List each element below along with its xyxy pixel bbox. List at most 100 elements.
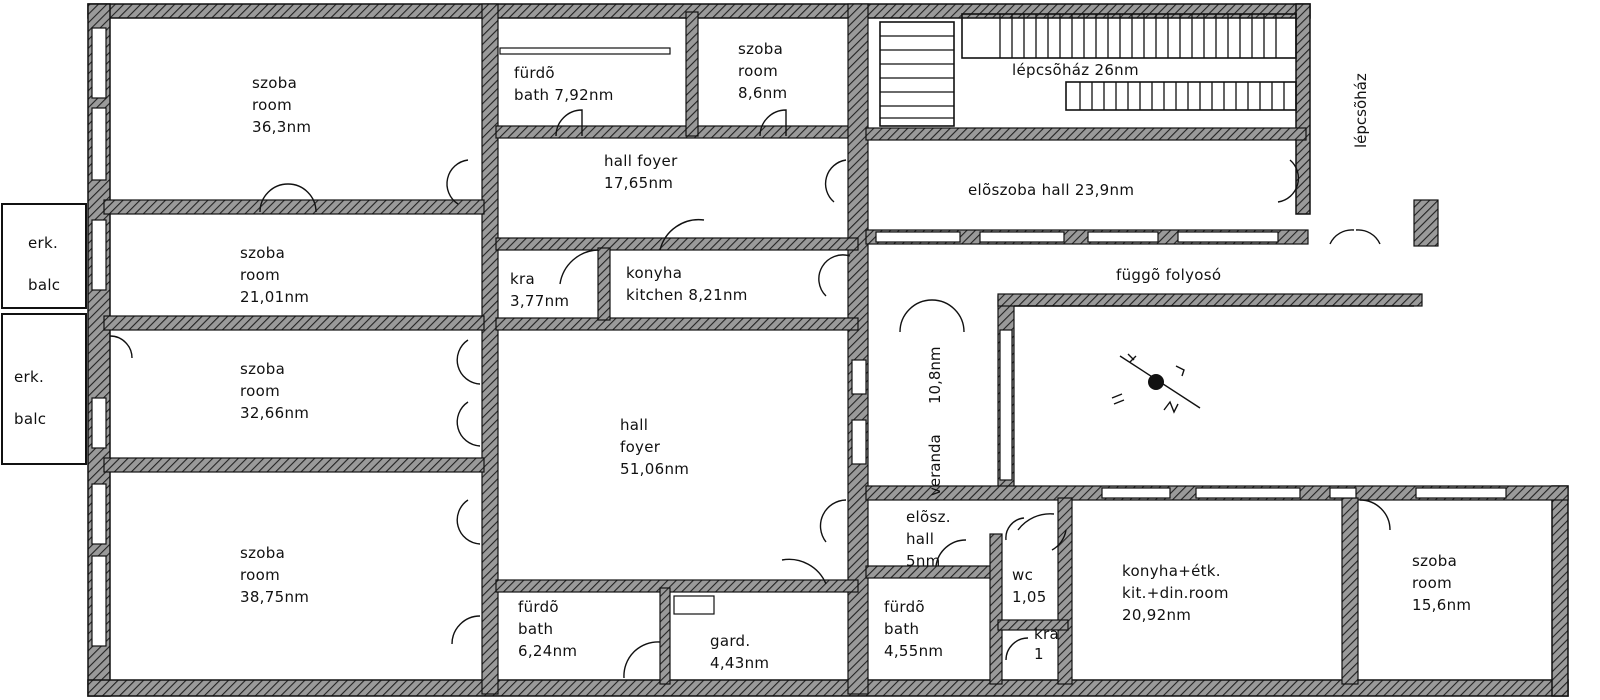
room-label-szoba-3266: szoba room 32,66nm [240, 360, 310, 422]
wall-v-wc [989, 533, 1003, 685]
label-veranda: veranda [926, 434, 944, 496]
wall-h-kitchen-bottom [495, 317, 859, 331]
door-swing [456, 499, 481, 545]
room-label-konyha-821: konyha kitchen 8,21nm [626, 264, 748, 304]
door-swing [1005, 637, 1029, 661]
wall-v-kra [597, 247, 611, 321]
wall-h-kitchen-top [495, 237, 859, 251]
wall-h-row2 [103, 315, 485, 331]
wall-h-row1 [103, 199, 485, 215]
room-label-szoba-3875: szoba room 38,75nm [240, 544, 310, 606]
room-label-lepcsohaz: lépcsõház 26nm [1012, 61, 1139, 79]
wall-v-bath-szoba [685, 11, 699, 137]
door-swing [1005, 517, 1025, 541]
room-label-kra-377: kra 3,77nm [510, 270, 570, 310]
door-swing [899, 299, 965, 333]
door-swing [446, 159, 469, 205]
window [91, 483, 107, 545]
room-label-furdo-624: fürdõ bath 6,24nm [518, 598, 578, 660]
door-swing [819, 499, 847, 543]
stair-treads-bottom [1079, 82, 1285, 110]
window [91, 397, 107, 449]
window [91, 107, 107, 181]
window [851, 359, 867, 395]
room-label-eloszoba-239: elõszoba hall 23,9nm [968, 181, 1135, 199]
room-label-furdo-455: fürdõ bath 4,55nm [884, 598, 944, 660]
door-swing [781, 558, 827, 585]
room-label-kra-1: kra 1 [1034, 625, 1059, 663]
stair-treads-top [999, 14, 1277, 58]
window [999, 329, 1013, 481]
window [673, 595, 715, 615]
wall-v-left-column [481, 3, 499, 695]
room-label-wc: wc 1,05 [1012, 566, 1047, 606]
window [91, 219, 107, 291]
door-swing [818, 254, 851, 297]
door-swing [456, 339, 481, 385]
staircase [879, 13, 1297, 127]
stair-flight-top [961, 13, 1297, 59]
window [1329, 487, 1357, 499]
window [91, 555, 107, 647]
stair-flight-bottom [1065, 81, 1297, 111]
door-swing [759, 109, 787, 137]
door-swing [456, 401, 481, 447]
room-label-elosz-5: elõsz. hall 5nm [906, 508, 951, 570]
room-label-konyha-2092: konyha+étk. kit.+din.room 20,92nm [1122, 562, 1229, 624]
room-label-erk-bottom: erk. balc [14, 368, 47, 428]
window [1195, 487, 1301, 499]
room-label-hall-1765: hall foyer 17,65nm [604, 152, 678, 192]
door-swing [1277, 159, 1300, 203]
room-label-erk-top: erk. balc [28, 234, 61, 294]
wall-h-row3 [103, 457, 485, 473]
door-swing [659, 218, 705, 251]
door-swing [555, 109, 583, 137]
door-swing [1017, 513, 1055, 531]
outer-wall-top [87, 3, 1311, 19]
wall-v-kitchen-left [1057, 497, 1073, 685]
room-label-szoba-156: szoba room 15,6nm [1412, 552, 1472, 614]
door-swing [259, 183, 317, 213]
doors [109, 109, 1391, 679]
wall-h-baths-bottom [495, 125, 859, 139]
label-fuggo-folyoso: függõ folyosó [1116, 266, 1222, 284]
label-lepcsohaz-side: lépcsõház [1352, 73, 1370, 148]
room-label-szoba-36: szoba room 36,3nm [252, 74, 312, 136]
room-label-gard-443: gard. 4,43nm [710, 632, 770, 672]
wall-stair-right-stub [1413, 199, 1439, 247]
window [1415, 487, 1507, 499]
door-swing [1051, 529, 1067, 551]
wall-h-corridor [997, 293, 1423, 307]
door-swing [109, 335, 133, 359]
door-swing [935, 539, 967, 567]
window [91, 27, 107, 99]
window [499, 47, 671, 55]
compass-icon [1111, 353, 1201, 414]
wall-v-szoba156-left [1341, 497, 1359, 685]
window [851, 419, 867, 465]
door-swing [824, 159, 847, 203]
wall-h-wc-bottom [997, 619, 1069, 631]
door-swing [559, 249, 599, 285]
balconies [1, 203, 87, 465]
label-veranda-area: 10,8nm [926, 346, 944, 404]
wall-v-center [847, 3, 869, 695]
wall-h-stair-bottom [865, 127, 1307, 141]
door-swing [1359, 499, 1391, 531]
window [1101, 487, 1171, 499]
room-label-szoba-2101: szoba room 21,01nm [240, 244, 310, 306]
room-label-szoba-86: szoba room 8,6nm [738, 40, 788, 102]
outer-wall-right-lower [1551, 485, 1569, 697]
window [1087, 231, 1159, 243]
room-label-hall-5106: hall foyer 51,06nm [620, 416, 690, 478]
stair-treads-left [880, 35, 954, 119]
balcony-bottom [1, 313, 87, 465]
interior-walls [103, 3, 1569, 695]
window [875, 231, 961, 243]
wall-h-bath-row [495, 579, 859, 593]
windows [91, 27, 1507, 647]
door-swing [1329, 229, 1381, 245]
balcony-top [1, 203, 87, 309]
room-label-furdo-792: fürdõ bath 7,92nm [514, 64, 614, 104]
